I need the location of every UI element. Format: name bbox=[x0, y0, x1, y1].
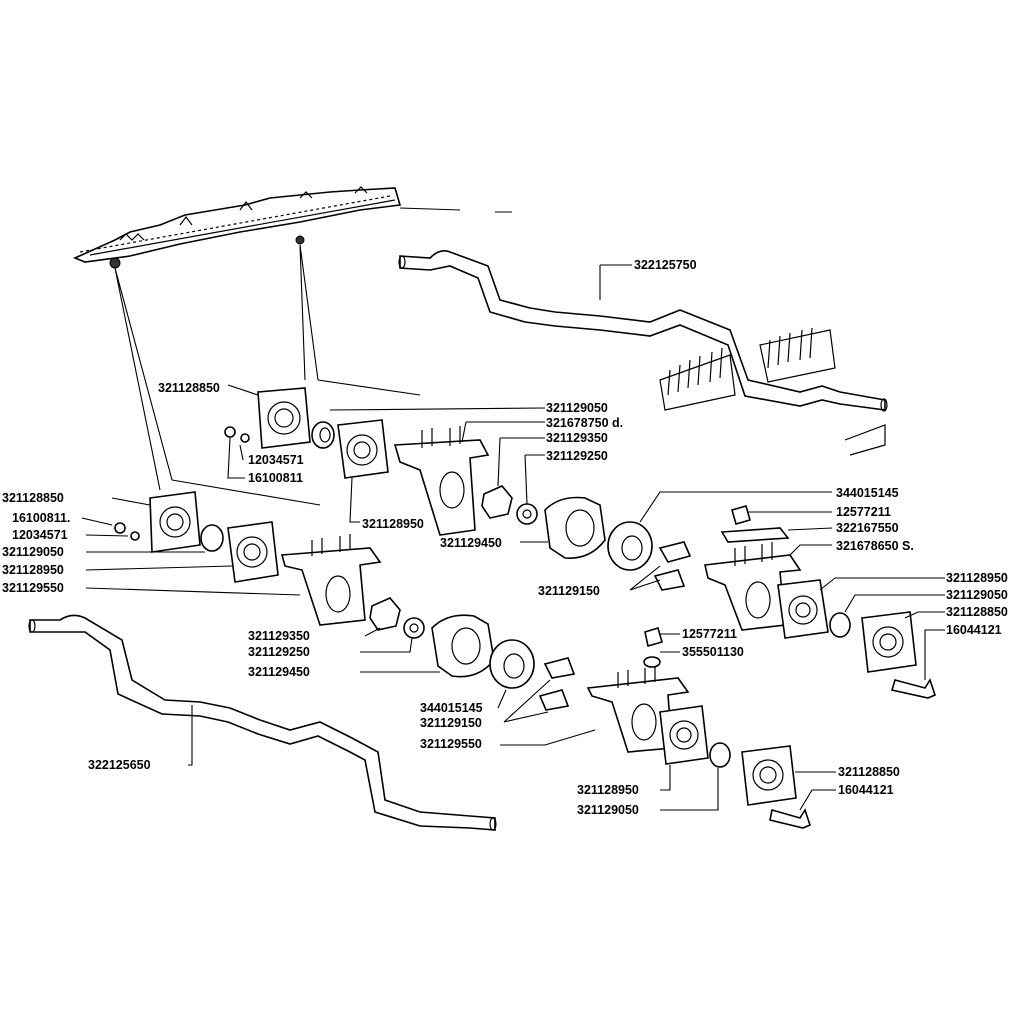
label-r2: 321129050 bbox=[946, 588, 1008, 602]
label-t3: 321678750 d. bbox=[546, 416, 623, 430]
part-labels: 322125750 321128850 321129050 321678750 … bbox=[2, 258, 1008, 817]
label-t9: 321129450 bbox=[440, 536, 502, 550]
upper-assembly bbox=[224, 387, 936, 699]
label-t11: 12577211 bbox=[836, 505, 891, 519]
label-m3: 321129450 bbox=[248, 665, 310, 679]
label-t13: 321678650 S. bbox=[836, 539, 914, 553]
label-t1: 321128850 bbox=[158, 381, 220, 395]
label-r4: 16044121 bbox=[946, 623, 1002, 637]
label-b3: 321128950 bbox=[577, 783, 639, 797]
label-b4: 321129050 bbox=[577, 803, 639, 817]
label-m6: 344015145 bbox=[420, 701, 483, 715]
label-l5: 321128950 bbox=[2, 563, 64, 577]
cutter-bar bbox=[72, 186, 512, 506]
label-t7: 16100811 bbox=[248, 471, 303, 485]
label-l3: 12034571 bbox=[12, 528, 68, 542]
label-l1: 321128850 bbox=[2, 491, 64, 505]
frame-sketch bbox=[659, 327, 886, 456]
label-l6: 321129550 bbox=[2, 581, 64, 595]
leader-lines bbox=[81, 264, 945, 811]
label-t12: 322167550 bbox=[836, 521, 899, 535]
lower-assembly bbox=[114, 491, 811, 829]
label-r3: 321128850 bbox=[946, 605, 1008, 619]
label-top-shaft: 322125750 bbox=[634, 258, 697, 272]
label-t4: 321129350 bbox=[546, 431, 608, 445]
label-t8: 321128950 bbox=[362, 517, 424, 531]
label-l2: 16100811. bbox=[12, 511, 70, 525]
label-b2: 16044121 bbox=[838, 783, 894, 797]
label-m5: 355501130 bbox=[682, 645, 744, 659]
label-m1: 321129350 bbox=[248, 629, 310, 643]
label-bottom-shaft: 322125650 bbox=[88, 758, 151, 772]
label-t5: 321129250 bbox=[546, 449, 608, 463]
label-t2: 321129050 bbox=[546, 401, 608, 415]
label-t10: 344015145 bbox=[836, 486, 899, 500]
label-m7: 321129150 bbox=[420, 716, 482, 730]
label-t14: 321129150 bbox=[538, 584, 600, 598]
top-torsion-shaft bbox=[398, 250, 888, 412]
label-b1: 321128850 bbox=[838, 765, 900, 779]
label-m8: 321129550 bbox=[420, 737, 482, 751]
bottom-torsion-shaft bbox=[28, 614, 497, 831]
label-t6: 12034571 bbox=[248, 453, 304, 467]
label-m4: 12577211 bbox=[682, 627, 737, 641]
label-l4: 321129050 bbox=[2, 545, 64, 559]
label-m2: 321129250 bbox=[248, 645, 310, 659]
label-r1: 321128950 bbox=[946, 571, 1008, 585]
